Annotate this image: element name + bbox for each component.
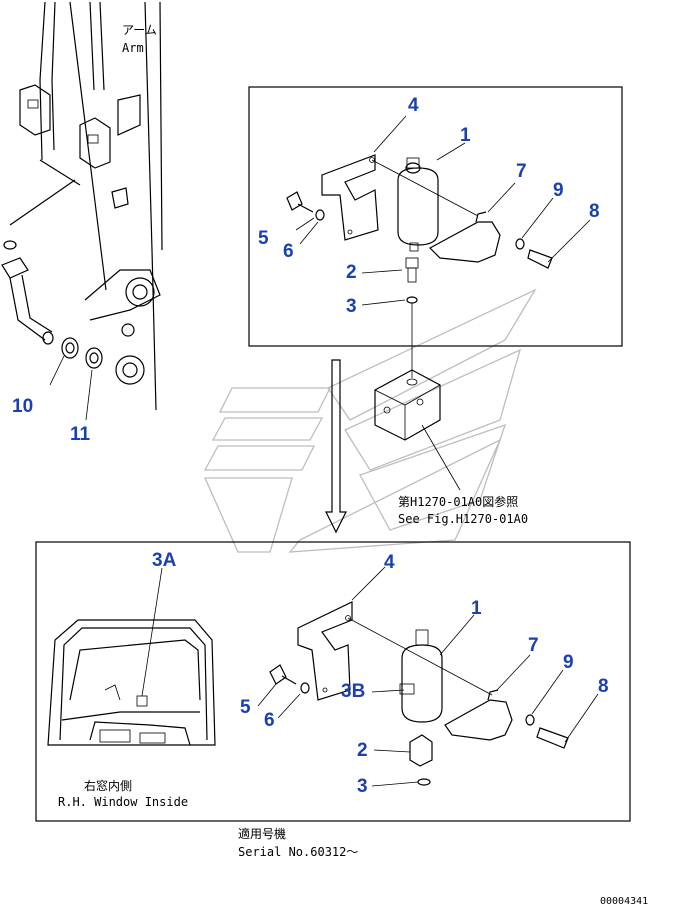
bottom-callout-1: 1 xyxy=(471,598,482,619)
bottom-callout-3: 3 xyxy=(357,776,368,797)
serial-label-en: Serial No.60312～ xyxy=(238,845,358,859)
cab-window-illustration xyxy=(47,567,216,746)
bottom-callout-9: 9 xyxy=(563,652,574,673)
top-callout-8: 8 xyxy=(589,201,600,222)
bottom-callout-3a: 3A xyxy=(152,550,177,571)
valve-block xyxy=(374,369,461,491)
reference-jp: 第H1270-01A0図参照 xyxy=(398,494,518,509)
down-arrow xyxy=(325,359,347,534)
bottom-callout-5: 5 xyxy=(240,697,251,718)
bottom-callout-8: 8 xyxy=(598,676,609,697)
reference-en: See Fig.H1270-01A0 xyxy=(398,512,528,526)
top-callout-6: 6 xyxy=(283,241,294,262)
page-code: 00004341 xyxy=(600,896,648,907)
bottom-callout-6: 6 xyxy=(264,710,275,731)
bottom-callout-3b: 3B xyxy=(341,681,365,702)
bottom-callout-7: 7 xyxy=(528,635,539,656)
callout-10: 10 xyxy=(12,396,33,417)
arm-illustration xyxy=(1,1,163,421)
bottom-callout-4: 4 xyxy=(384,552,395,573)
callout-11: 11 xyxy=(70,424,91,445)
top-callout-5: 5 xyxy=(258,228,269,249)
top-callout-9: 9 xyxy=(553,180,564,201)
arm-label-jp: アーム xyxy=(122,23,157,37)
top-callout-4: 4 xyxy=(408,95,419,116)
watermark-logo xyxy=(203,288,537,553)
window-caption-en: R.H. Window Inside xyxy=(58,795,188,809)
bottom-detail-box xyxy=(35,541,631,822)
top-callout-3: 3 xyxy=(346,296,357,317)
top-callout-1: 1 xyxy=(460,125,471,146)
arm-label-en: Arm xyxy=(122,41,144,55)
serial-label-jp: 適用号機 xyxy=(238,826,286,841)
top-parts xyxy=(286,115,591,378)
bottom-callout-2: 2 xyxy=(357,740,368,761)
top-detail-box xyxy=(248,86,623,347)
top-callout-2: 2 xyxy=(346,262,357,283)
top-callout-7: 7 xyxy=(516,161,527,182)
window-caption-jp: 右窓内側 xyxy=(84,778,132,793)
bottom-parts xyxy=(257,566,599,787)
